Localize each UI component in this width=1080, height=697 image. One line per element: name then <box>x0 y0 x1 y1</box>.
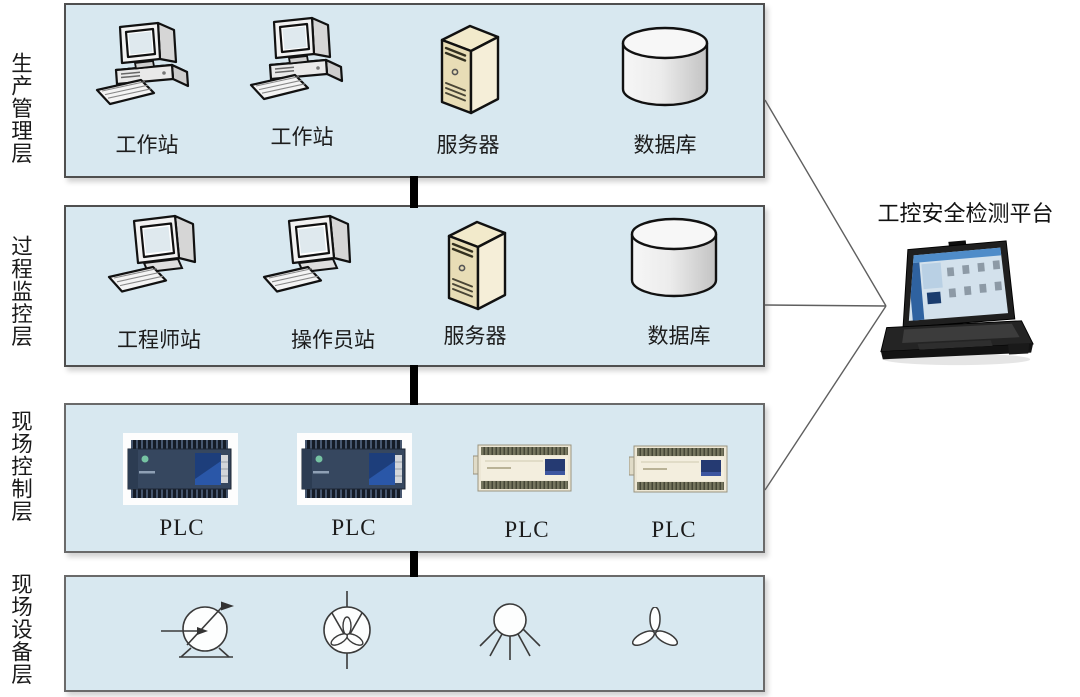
database-icon <box>630 217 718 298</box>
monitor-station-icon <box>262 214 352 293</box>
item-label: PLC <box>651 517 697 542</box>
workstation-icon <box>249 16 344 101</box>
item-label: 操作员站 <box>291 328 375 352</box>
plc-dark-image <box>123 433 238 505</box>
item-label: 服务器 <box>443 324 507 348</box>
server-icon <box>440 24 500 115</box>
agitator-symbol-icon <box>479 603 541 660</box>
plc-dark-image <box>297 433 412 505</box>
plc-light-image <box>629 445 728 493</box>
workstation-icon <box>95 21 190 106</box>
platform-title: 工控安全检测平台 <box>877 201 1054 226</box>
band-process-monitoring: 工程师站 操作员站 <box>64 205 765 367</box>
database-icon <box>621 26 709 107</box>
item-label: 工作站 <box>270 125 334 149</box>
item-label: PLC <box>159 515 205 540</box>
item-label: 工程师站 <box>117 328 201 352</box>
item-label: PLC <box>331 515 377 540</box>
layer-label-field-control: 现场控制层 <box>8 410 33 523</box>
layer-label-production-management: 生产管理层 <box>8 52 33 165</box>
layer-label-process-monitoring: 过程监控层 <box>8 235 33 348</box>
item-label: 工作站 <box>115 133 179 157</box>
layer-label-field-device: 现场设备层 <box>8 573 33 686</box>
pump-symbol-icon <box>161 601 234 658</box>
axial-fan-symbol-icon <box>323 591 371 669</box>
band-field-control: PLC PLC <box>64 403 765 553</box>
band-field-device <box>64 575 765 692</box>
server-icon <box>447 220 507 311</box>
item-label: 数据库 <box>633 133 697 157</box>
band-production-management: 工作站 工作站 <box>64 3 765 178</box>
item-label: 服务器 <box>436 133 500 157</box>
plc-light-image <box>473 444 572 492</box>
item-label: PLC <box>504 517 550 542</box>
item-label: 数据库 <box>647 324 711 348</box>
monitor-station-icon <box>107 214 197 293</box>
laptop-image <box>880 240 1034 366</box>
propeller-symbol-icon <box>632 607 678 647</box>
